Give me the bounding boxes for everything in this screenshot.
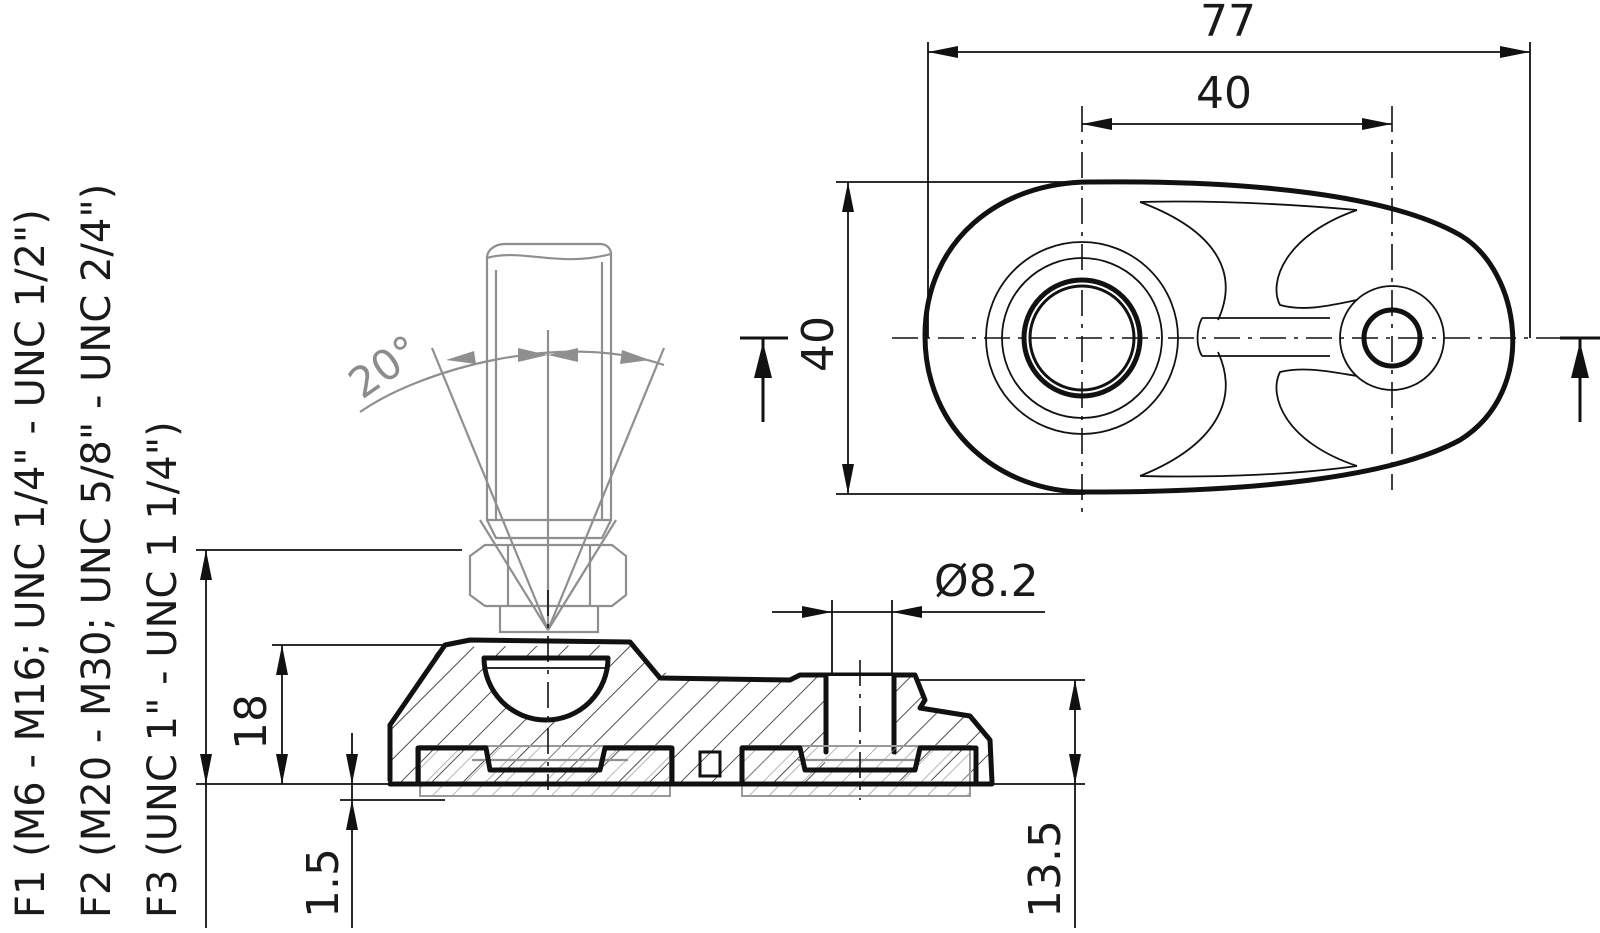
spec-f1: F1 (M6 - M16; UNC 1/4" - UNC 1/2") xyxy=(8,209,54,918)
dim-overall-height xyxy=(196,549,462,928)
dim-width-label: 40 xyxy=(793,316,844,372)
spec-f3: F3 (UNC 1" - UNC 1 1/4") xyxy=(140,421,186,918)
top-view-rib-upper-right xyxy=(1275,209,1358,309)
ball-socket-fill xyxy=(486,658,606,718)
dim-height: 18 xyxy=(196,644,450,785)
dim-hole-spacing-label: 40 xyxy=(1196,68,1252,119)
ball-socket xyxy=(481,655,611,723)
dim-hole-spacing: 40 xyxy=(1082,68,1392,130)
top-view-rib-lower-bottom xyxy=(1139,465,1358,478)
top-view-rib-upper-left xyxy=(1139,201,1227,321)
top-view-rib-lower-right xyxy=(1275,368,1358,467)
dim-total-length: 77 xyxy=(927,0,1531,338)
dim-base-thickness: 1.5 xyxy=(298,733,445,928)
dim-width: 40 xyxy=(793,181,1085,495)
ghost-stud xyxy=(430,242,666,634)
bottom-recess xyxy=(415,745,675,785)
thread-spec-labels: F1 (M6 - M16; UNC 1/4" - UNC 1/2") F2 (M… xyxy=(8,184,186,918)
top-view-rib-lower-left xyxy=(1139,351,1227,477)
dim-hole-diameter-label: Ø8.2 xyxy=(934,556,1039,607)
dim-side-height: 13.5 xyxy=(918,679,1085,928)
angle-annotation: 20° xyxy=(340,325,665,413)
top-view-channel xyxy=(1196,317,1330,357)
dim-height-label: 18 xyxy=(226,694,277,750)
side-view: 20° xyxy=(196,242,1085,928)
top-view-rib-upper-top xyxy=(1139,200,1358,211)
dim-base-thickness-label: 1.5 xyxy=(298,848,349,918)
section-arrow-left xyxy=(740,336,788,422)
top-view: 77 40 40 xyxy=(740,0,1600,515)
spec-f2: F2 (M20 - M30; UNC 5/8" - UNC 2/4") xyxy=(74,184,120,918)
section-arrow-right xyxy=(1560,336,1600,422)
dim-hole-diameter: Ø8.2 xyxy=(772,556,1045,676)
angle-label: 20° xyxy=(340,325,429,408)
bottom-slot xyxy=(698,750,722,778)
dim-side-height-label: 13.5 xyxy=(1020,820,1071,918)
dim-total-length-label: 77 xyxy=(1200,0,1256,47)
top-view-outline xyxy=(922,179,1516,495)
